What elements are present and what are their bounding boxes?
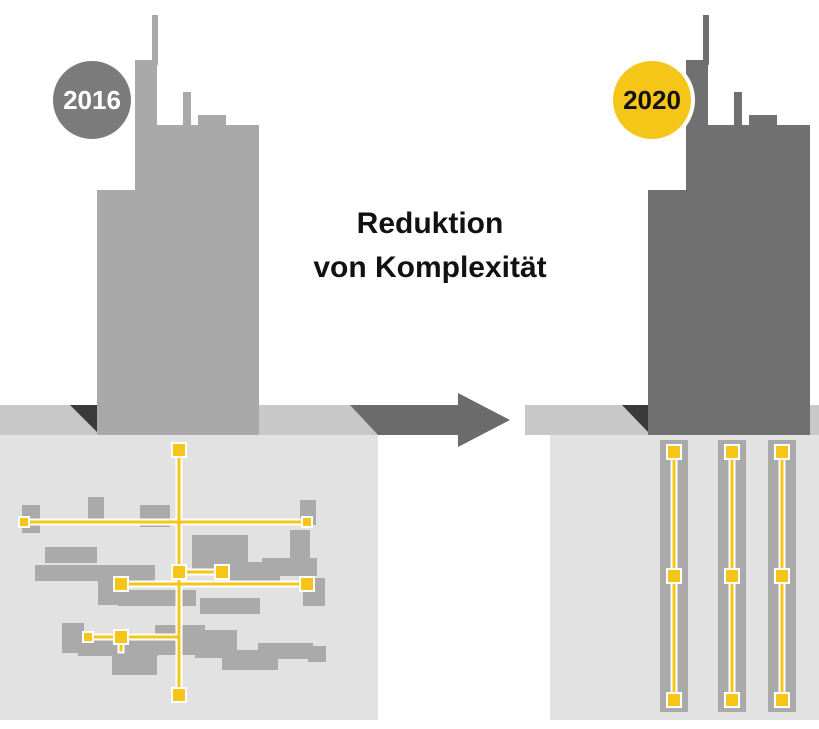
node <box>774 444 790 460</box>
node <box>18 516 30 528</box>
ground-shadow-left <box>70 405 97 432</box>
tower-2016 <box>97 15 259 435</box>
node <box>82 631 94 643</box>
node <box>724 444 740 460</box>
arrow-icon <box>350 393 510 447</box>
node <box>171 687 187 703</box>
tower-2020 <box>648 15 810 435</box>
node <box>666 692 682 708</box>
node <box>666 444 682 460</box>
year-badge-2020: 2020 <box>609 57 695 143</box>
headline-line-2: von Komplexität <box>313 251 547 284</box>
node <box>774 568 790 584</box>
node <box>299 576 315 592</box>
pillars-2020 <box>660 440 796 712</box>
year-badge-2016: 2016 <box>49 57 135 143</box>
node <box>666 568 682 584</box>
connections-2016 <box>18 442 315 703</box>
node <box>113 576 129 592</box>
headline: Reduktion von Komplexität <box>270 202 590 290</box>
node <box>774 692 790 708</box>
node <box>171 564 187 580</box>
node <box>724 692 740 708</box>
node <box>214 564 230 580</box>
headline-line-1: Reduktion <box>356 207 504 240</box>
ground-shadow-right <box>622 405 648 432</box>
node <box>113 629 129 645</box>
node <box>301 516 313 528</box>
node <box>171 442 187 458</box>
node <box>724 568 740 584</box>
